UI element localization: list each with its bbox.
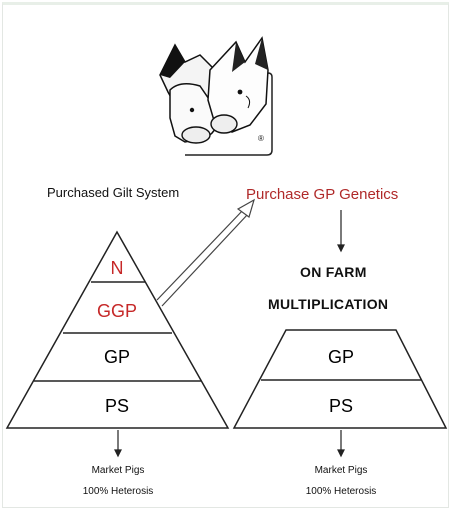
left-pyramid-outline [5,230,230,429]
left-pyramid [5,230,230,429]
pig-head-right [207,36,269,133]
right-tier-ps: PS [328,396,353,416]
pig-snout-left [181,126,211,144]
pig-ear-right-1 [232,42,245,72]
registered-mark: ® [258,134,264,143]
left-tier-n: N [110,258,124,278]
arrow-head [236,198,255,218]
right-output-line1: Market Pigs [314,465,368,476]
pig-ear-back [160,45,185,78]
pig-logo [159,36,273,156]
purchase-double-arrow [156,198,255,307]
right-output-head [337,449,345,458]
pig-snout-right [210,114,238,134]
arrow-line-1 [156,208,245,301]
left-tier-ggp: GGP [96,301,137,321]
arrow-line-2 [161,213,249,307]
right-output-line2: 100% Heterosis [305,486,377,497]
purchase-down-arrow [337,210,345,253]
pig-ear-right-2 [255,38,268,70]
right-trapezoid-outline [232,329,448,429]
right-output-arrow [337,430,345,458]
left-tier-gp: GP [103,347,130,367]
left-system-title: Purchased Gilt System [47,185,180,200]
down-arrow-head [337,244,345,253]
logo-frame [170,72,273,156]
right-heading-line2: MULTIPLICATION [268,296,389,312]
pig-eye-right [237,89,243,95]
pig-eye-left [189,107,195,113]
right-heading-line1: ON FARM [300,264,367,280]
frame-border [2,2,449,508]
pig-wrinkle [245,95,251,109]
left-tier-ps: PS [104,396,129,416]
left-output-line2: 100% Heterosis [82,486,154,497]
right-trapezoid [232,329,448,429]
left-output-line1: Market Pigs [91,465,145,476]
left-output-arrow [114,430,122,458]
right-tier-gp: GP [327,347,354,367]
purchase-gp-genetics-label: Purchase GP Genetics [246,186,399,203]
left-output-head [114,449,122,458]
